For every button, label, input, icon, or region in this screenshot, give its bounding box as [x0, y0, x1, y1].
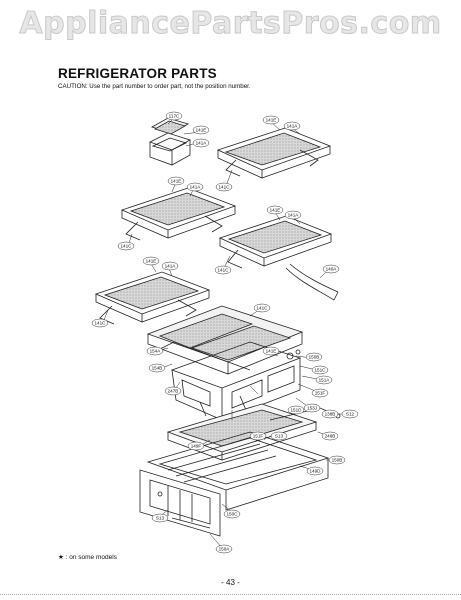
callout-141E: 141E	[266, 205, 284, 215]
svg-text:150C: 150C	[227, 512, 239, 517]
svg-text:141C: 141C	[121, 244, 133, 249]
callout-141E: 141E	[262, 115, 280, 125]
svg-text:141E: 141E	[266, 118, 277, 123]
svg-text:117C: 117C	[169, 114, 180, 119]
callout-151F: 151F	[249, 431, 267, 441]
svg-text:140A: 140A	[326, 267, 338, 272]
svg-text:141E: 141E	[270, 208, 281, 213]
svg-text:151F: 151F	[315, 391, 326, 396]
callout-141E: 141E	[192, 125, 210, 135]
callout-S13: S13	[151, 513, 169, 523]
dairy-bin-assembly	[148, 117, 192, 166]
svg-text:141E: 141E	[146, 259, 157, 264]
svg-text:151A: 151A	[319, 378, 331, 383]
svg-text:153J: 153J	[307, 406, 317, 411]
callout-150B: 150B	[305, 352, 323, 362]
callout-141C: 141C	[215, 182, 233, 192]
svg-text:141A: 141A	[196, 141, 208, 146]
shelf-middle-left	[120, 187, 237, 241]
callout-149D: 149D	[306, 466, 324, 476]
callout-246B: 246B	[321, 431, 339, 441]
shelf-middle-right	[218, 215, 339, 301]
callout-141B: 141E	[262, 346, 280, 356]
page-number: - 43 -	[221, 578, 240, 587]
crisper-cover-assembly	[146, 305, 304, 375]
callout-154A: 154A	[146, 346, 164, 356]
svg-text:149D: 149D	[310, 469, 322, 474]
callout-138B: 138B	[321, 409, 339, 419]
caution-note: CAUTION: Use the part number to order pa…	[58, 83, 251, 90]
svg-text:S13: S13	[156, 516, 165, 521]
callout-151F: 151F	[311, 388, 329, 398]
svg-text:151F: 151F	[253, 434, 264, 439]
callout-154B: 154B	[148, 363, 166, 373]
callout-117C: 117C	[165, 111, 183, 121]
callout-141A: 141A	[192, 138, 210, 148]
callout-149F: 149F	[187, 441, 205, 451]
svg-text:141A: 141A	[190, 185, 202, 190]
svg-text:154B: 154B	[152, 366, 163, 371]
callout-141C: 141C	[214, 265, 232, 275]
callout-141A: 141A	[161, 261, 179, 271]
callout-S13: S13	[270, 431, 288, 441]
callout-141C: 141C	[91, 318, 109, 328]
svg-text:141E: 141E	[196, 128, 207, 133]
bottom-drawer-pan	[139, 431, 330, 537]
callout-141E: 141E	[142, 256, 160, 266]
callout-141A: 141A	[284, 210, 302, 220]
svg-text:151D: 151D	[291, 408, 303, 413]
site-watermark: AppliancePartsPros.com	[19, 6, 442, 42]
svg-text:150A: 150A	[219, 547, 231, 552]
callout-247B: 247B	[164, 386, 182, 396]
footnote: ★ : on some models	[58, 554, 117, 561]
callout-151A: 151A	[315, 375, 333, 385]
pantry-tray	[166, 403, 341, 461]
shelf-lower-left	[94, 271, 211, 325]
callout-141C: 141C	[253, 303, 271, 313]
bottom-rule	[0, 594, 461, 596]
svg-text:150B: 150B	[309, 355, 320, 360]
callout-150A: 150A	[215, 544, 233, 554]
svg-text:141E: 141E	[171, 179, 182, 184]
crisper-drawers	[170, 341, 302, 421]
page-title: REFRIGERATOR PARTS	[58, 66, 217, 81]
callout-150B: 150B	[328, 455, 346, 465]
svg-text:138B: 138B	[325, 412, 336, 417]
svg-text:141C: 141C	[219, 185, 231, 190]
callout-141A: 141A	[283, 121, 301, 131]
svg-text:154A: 154A	[150, 349, 162, 354]
callout-141A: 141A	[186, 182, 204, 192]
svg-text:150B: 150B	[332, 458, 343, 463]
svg-text:S13: S13	[275, 434, 284, 439]
svg-text:141C: 141C	[218, 268, 230, 273]
svg-text:151C: 151C	[315, 368, 327, 373]
callout-S12: S12	[341, 409, 359, 419]
callout-140A: 140A	[322, 264, 340, 274]
svg-text:141C: 141C	[95, 321, 107, 326]
svg-text:246B: 246B	[325, 434, 336, 439]
shelf-top-right	[216, 127, 332, 179]
svg-text:S12: S12	[346, 412, 355, 417]
callout-150C: 150C	[223, 509, 241, 519]
svg-text:149F: 149F	[191, 444, 202, 449]
callout-141E: 141E	[167, 176, 185, 186]
svg-text:247B: 247B	[168, 389, 179, 394]
svg-text:141A: 141A	[287, 124, 299, 129]
svg-text:141E: 141E	[266, 349, 277, 354]
svg-text:141A: 141A	[165, 264, 177, 269]
callout-151D: 151D	[287, 405, 305, 415]
callout-153J: 153J	[303, 403, 321, 413]
callout-141C: 141C	[117, 241, 135, 251]
callout-151C: 151C	[311, 365, 329, 375]
svg-text:141A: 141A	[288, 213, 300, 218]
svg-text:141C: 141C	[257, 306, 269, 311]
